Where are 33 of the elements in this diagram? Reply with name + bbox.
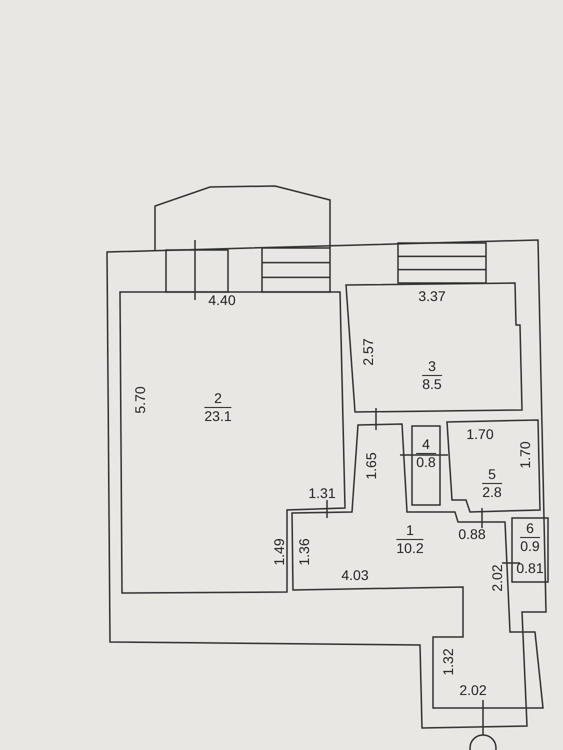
- dimension-label: 4.40: [208, 292, 236, 308]
- dimension-label: 5.70: [132, 386, 148, 414]
- room-area: 8.5: [422, 376, 442, 393]
- room: [512, 518, 548, 582]
- room-area: 0.9: [520, 538, 540, 555]
- room-number: 6: [520, 520, 540, 538]
- dimension-label: 4.03: [341, 567, 369, 583]
- dimension-label: 1.70: [517, 441, 533, 469]
- room-area: 2.8: [482, 484, 502, 501]
- room-number: 1: [396, 522, 424, 540]
- dimension-label: 1.31: [308, 485, 336, 501]
- dimension-label: 1.65: [363, 452, 379, 480]
- room: [412, 426, 440, 505]
- dimension-label: 3.37: [418, 288, 446, 304]
- room-number: 5: [482, 466, 502, 484]
- dimension-label: 1.49: [271, 538, 287, 566]
- room-number: 3: [422, 358, 442, 376]
- room: [346, 283, 522, 412]
- dimension-label: 2.57: [360, 338, 376, 366]
- room-number: 2: [204, 390, 232, 408]
- dimension-label: 0.88: [458, 526, 486, 542]
- dimension-label: 2.02: [459, 682, 487, 698]
- dimension-label: 1.70: [466, 426, 494, 442]
- dimension-label: 1.32: [440, 648, 456, 676]
- room-number: 4: [416, 436, 436, 454]
- room-area: 0.8: [416, 454, 436, 471]
- dimension-label: 2.02: [489, 564, 505, 592]
- room: [292, 424, 543, 708]
- dimension-label: 0.81: [516, 560, 544, 576]
- room-area: 10.2: [396, 540, 424, 557]
- dimension-label: 1.36: [296, 538, 312, 566]
- room: [447, 420, 540, 512]
- room-area: 23.1: [204, 408, 232, 425]
